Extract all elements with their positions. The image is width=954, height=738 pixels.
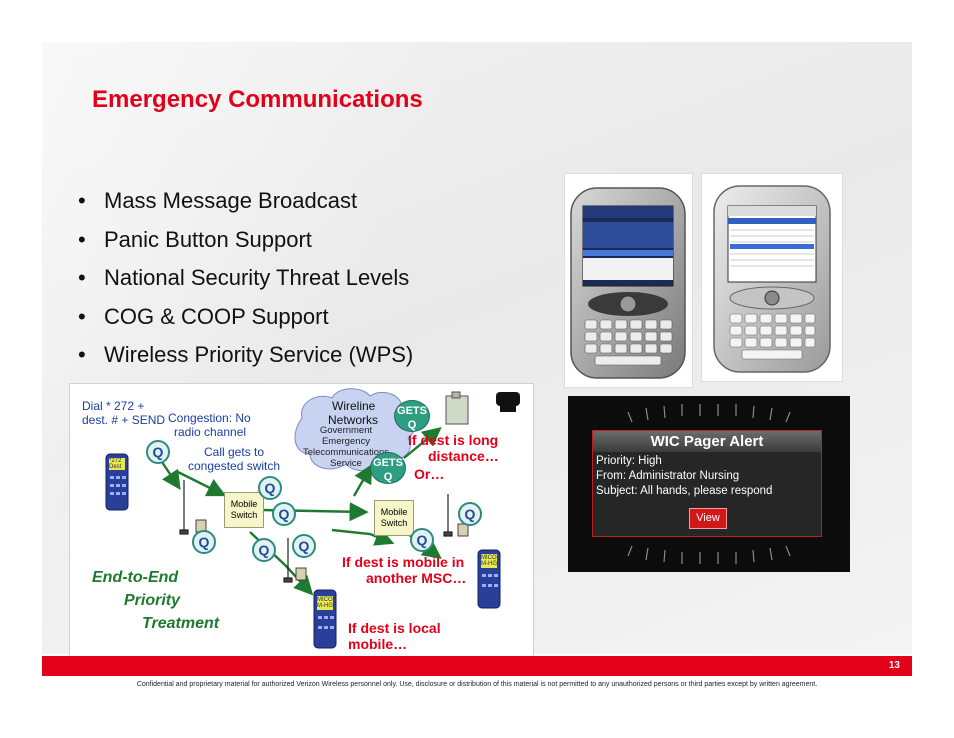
- queue-icon: Q: [192, 530, 216, 554]
- alert-title: WIC Pager Alert: [593, 431, 821, 452]
- bullet-item: •National Security Threat Levels: [78, 265, 410, 290]
- alert-priority: Priority: High: [596, 455, 662, 467]
- call-gets-label: Call gets to congested switch: [188, 445, 281, 473]
- confidential-notice: Confidential and proprietary material fo…: [136, 681, 818, 688]
- or-label: Or…: [414, 466, 445, 482]
- dest-mobile-label: If dest is mobile in another MSC…: [342, 554, 467, 587]
- bullet-item: •Panic Button Support: [78, 226, 312, 252]
- wps-diagram: Dial * 272 + dest. # + SEND Congestion: …: [69, 383, 534, 657]
- alert-subject: Subject: All hands, please respond: [596, 485, 773, 497]
- diagram-arrows: [105, 388, 520, 649]
- footer-bar: 13: [42, 656, 912, 676]
- dest-local-label: If dest is local mobile…: [348, 620, 441, 653]
- queue-icon: Q: [458, 502, 482, 526]
- alert-from: From: Administrator Nursing: [596, 470, 740, 482]
- queue-icon: Q: [272, 502, 296, 526]
- smartphone-image-1: [564, 173, 693, 388]
- wireline-networks-label: Wireline Networks: [328, 399, 379, 427]
- queue-icon: Q: [410, 528, 434, 552]
- smartphone-icon: [570, 187, 686, 379]
- dial-instruction: Dial * 272 + dest. # + SEND: [82, 399, 166, 427]
- dest-long-distance-label: If dest is long distance…: [408, 432, 499, 465]
- pager-screen-text: MICO M-HG: [481, 555, 497, 567]
- pager-screen-text: MICO M-HG: [317, 597, 333, 609]
- slide-title: Emergency Communications: [92, 86, 423, 113]
- pager-alert-screen: WIC Pager Alert Priority: High From: Adm…: [568, 396, 850, 572]
- bullet-item: •Wireless Priority Service (WPS): [78, 342, 414, 367]
- pager-decoration: [627, 404, 791, 564]
- queue-icon: Q: [258, 476, 282, 500]
- congestion-label: Congestion: No radio channel: [168, 411, 251, 439]
- queue-icon: Q: [292, 534, 316, 558]
- bullet-item: •Mass Message Broadcast: [78, 188, 358, 213]
- alert-dialog: WIC Pager Alert Priority: High From: Adm…: [592, 430, 822, 537]
- bullet-item: •COG & COOP Support: [78, 303, 329, 329]
- phone-screen-text: *272 Dest: [109, 458, 122, 470]
- view-button[interactable]: View: [689, 508, 727, 529]
- smartphone-image-2: [701, 173, 843, 382]
- smartphone-icon: [713, 185, 831, 373]
- bullet-list: •Mass Message Broadcast •Panic Button Su…: [78, 186, 413, 379]
- queue-icon: Q: [146, 440, 170, 464]
- gets-description: Government Emergency Telecommunications …: [302, 425, 390, 469]
- queue-icon: Q: [252, 538, 276, 562]
- priority-treatment-label: End-to-End Priority Treatment: [92, 569, 220, 632]
- page-number: 13: [888, 660, 900, 671]
